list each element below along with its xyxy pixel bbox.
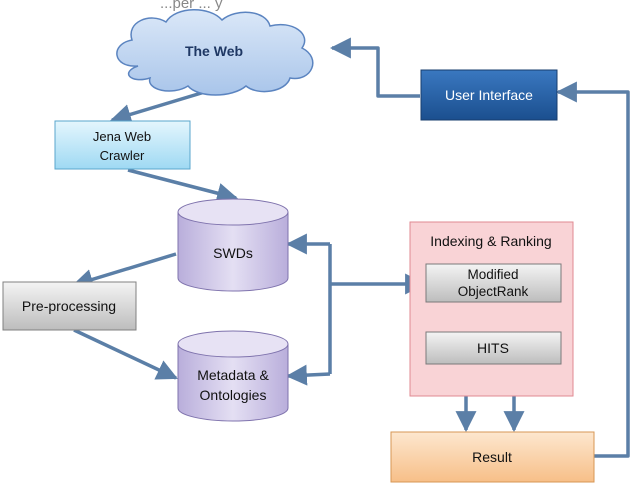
metadata-cylinder-top [177, 330, 289, 358]
metadata-ontologies-database-node: Metadata & Ontologies [177, 330, 289, 422]
modified-objectrank-line2: ObjectRank [458, 284, 529, 299]
swds-label: SWDs [213, 245, 253, 261]
the-web-label: The Web [185, 43, 243, 59]
modified-objectrank-line1: Modified [467, 267, 518, 282]
indexing-ranking-box [409, 221, 574, 397]
cloud-shape [116, 9, 314, 96]
arrow-ui-to-web [329, 37, 420, 98]
arrow-result-to-ui [555, 81, 630, 458]
the-web-node: The Web [116, 9, 314, 96]
arrow-swds-to-preprocessing [71, 252, 177, 290]
modified-objectrank-node: Modified ObjectRank [425, 263, 562, 303]
pre-processing-node: Pre-processing [2, 281, 137, 331]
result-node: Result [390, 431, 595, 483]
indexing-ranking-title: Indexing & Ranking [430, 233, 551, 249]
crawler-label-line2: Crawler [100, 148, 145, 163]
swds-cylinder-body [177, 212, 289, 292]
metadata-label-line1: Metadata & [197, 367, 269, 383]
arrow-preprocessing-to-metadata [73, 328, 178, 380]
hits-node: HITS [425, 331, 562, 365]
arrow-bracket-to-metadata [285, 364, 331, 386]
arrow-crawler-to-swds [127, 168, 239, 204]
pre-processing-label: Pre-processing [22, 298, 116, 314]
metadata-cylinder-body [177, 344, 289, 422]
swds-cylinder-top [177, 198, 289, 226]
crawler-label-line1: Jena Web [93, 129, 151, 144]
jena-web-crawler-node: Jena Web Crawler [54, 120, 191, 170]
user-interface-label: User Interface [445, 87, 533, 103]
hits-label: HITS [477, 340, 509, 356]
indexing-ranking-group: Indexing & Ranking Modified ObjectRank H… [409, 221, 574, 397]
result-label: Result [472, 449, 512, 465]
user-interface-node: User Interface [420, 69, 558, 121]
metadata-label-line2: Ontologies [200, 387, 267, 403]
swds-database-node: SWDs [177, 198, 289, 292]
cut-caption: ...per ... y [160, 0, 223, 12]
